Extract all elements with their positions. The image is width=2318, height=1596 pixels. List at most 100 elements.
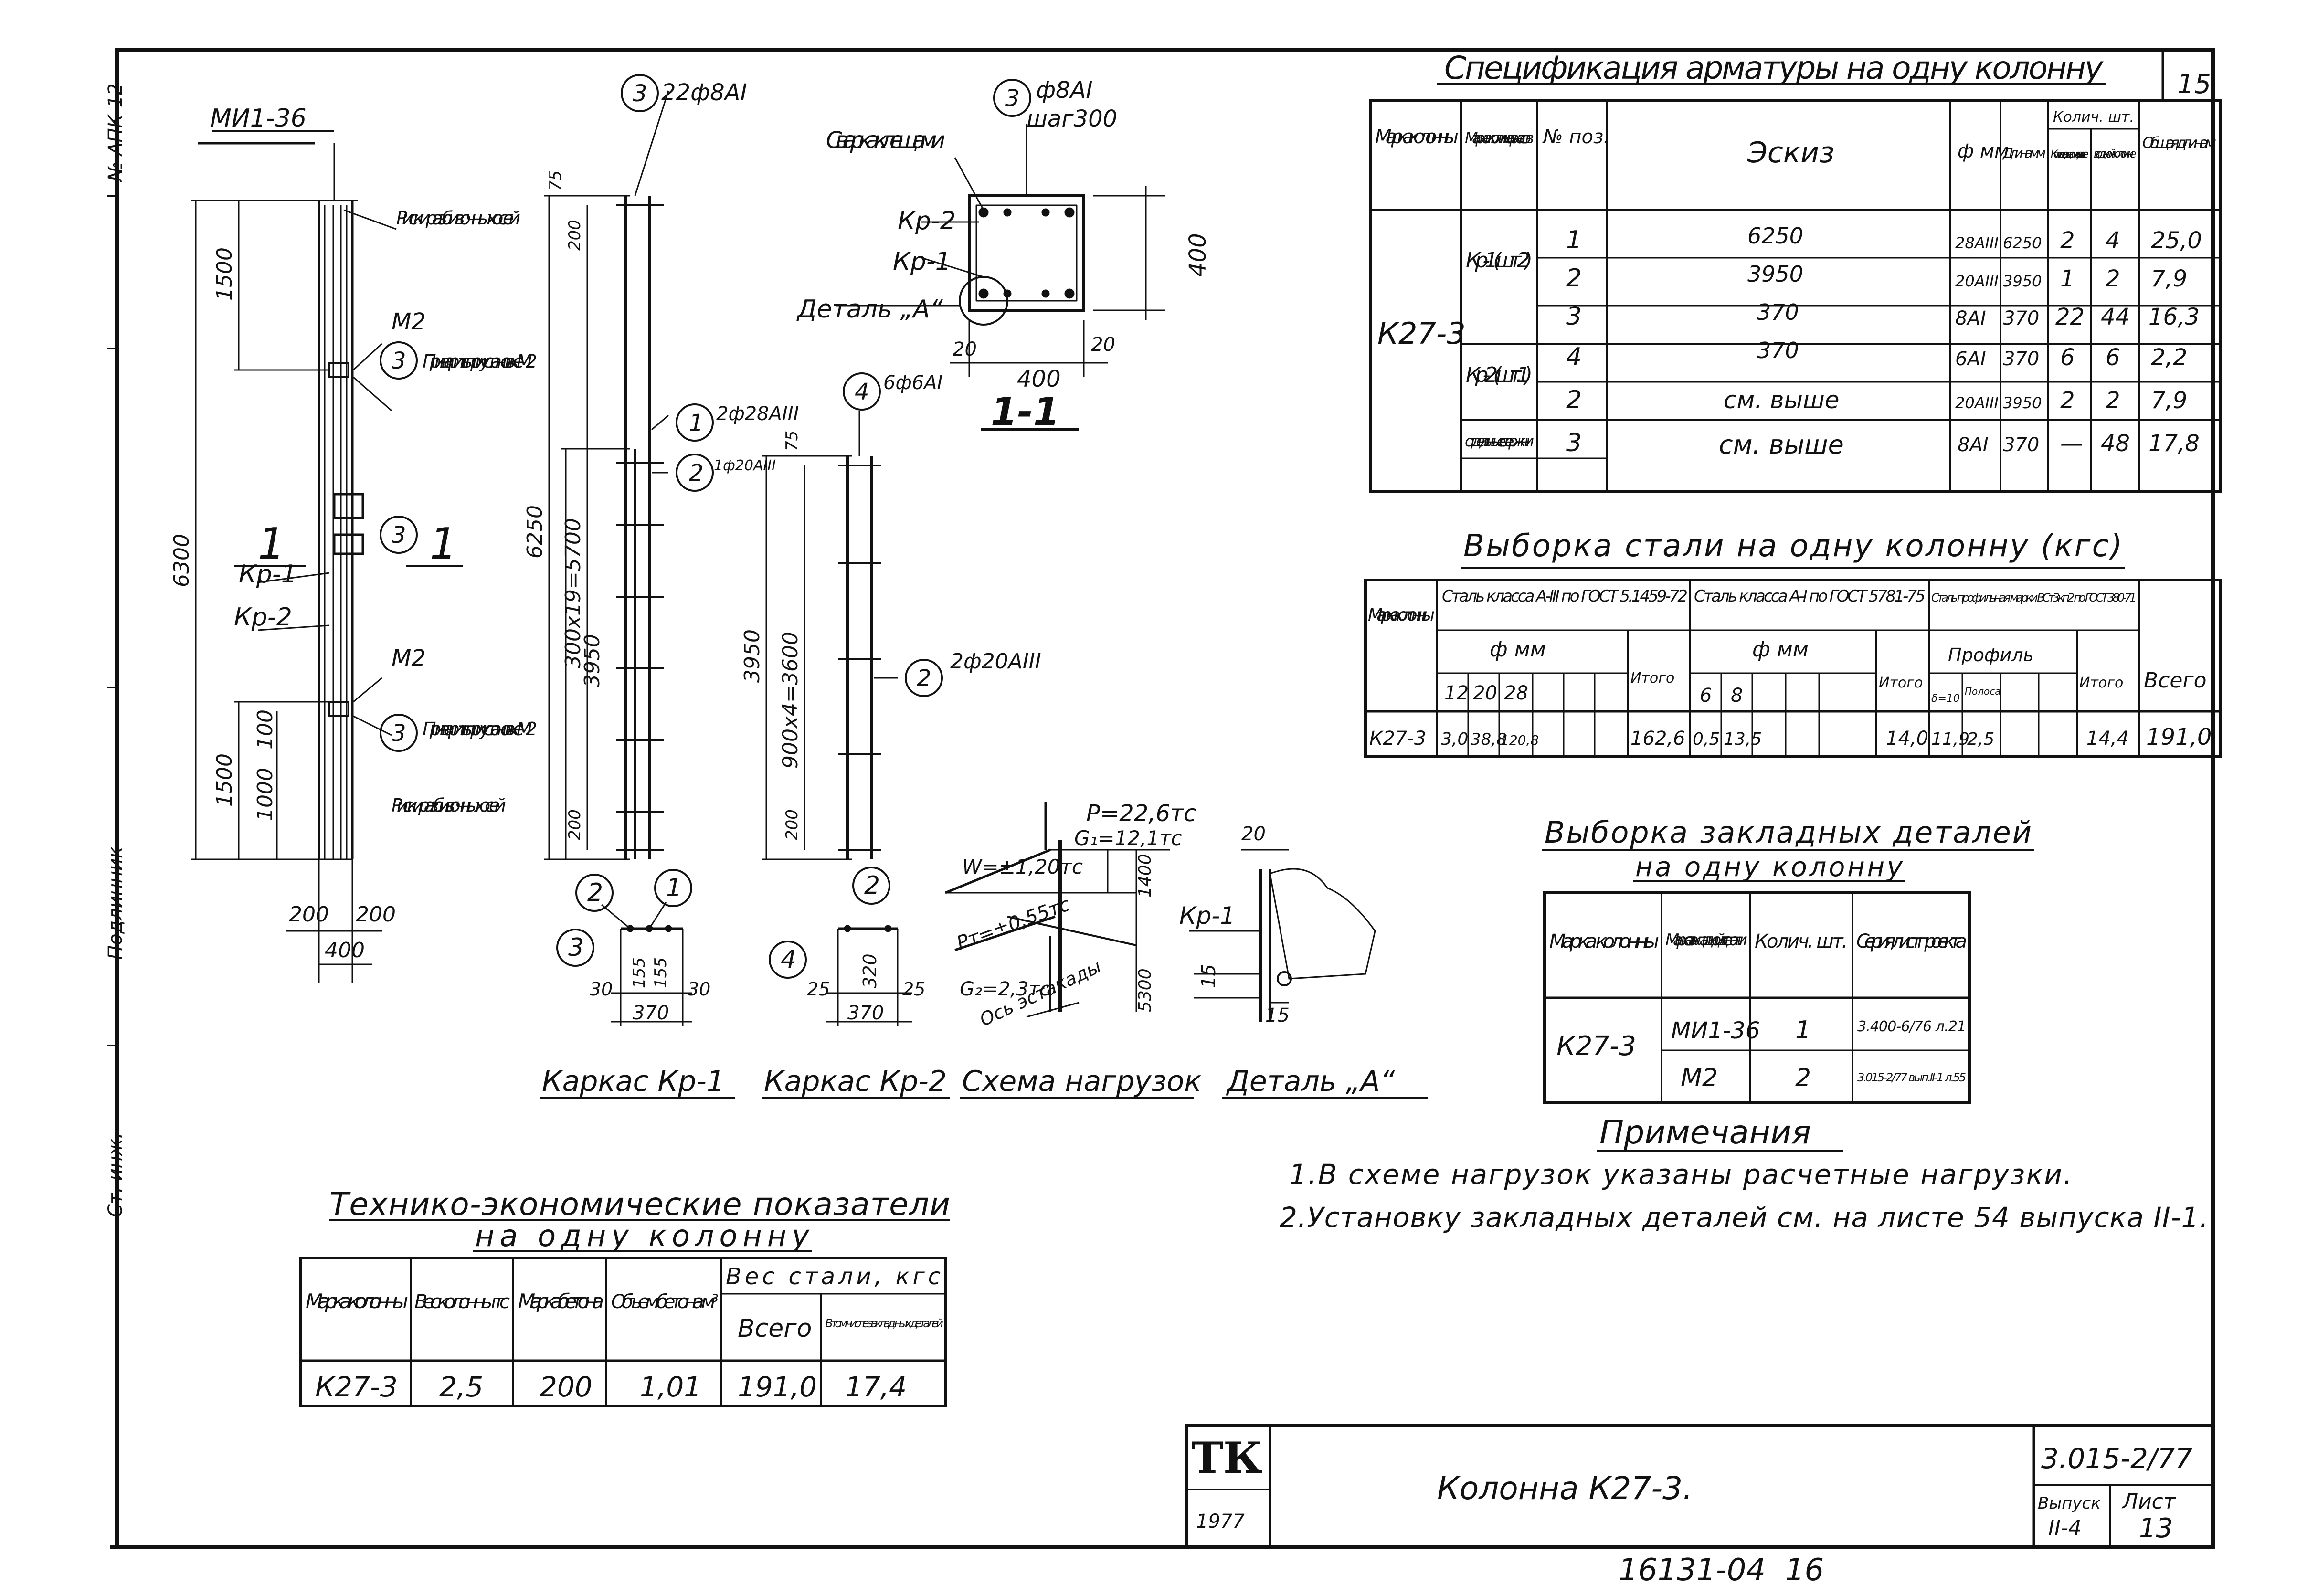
margin-top-text: № АПК-12 [105,84,127,183]
steel-h-p1: δ=10 [1931,693,1960,705]
kr1-top-bar-label: 22ф8АI [661,79,747,106]
title-series: 3.015-2/77 [2041,1442,2192,1475]
kr2-sec-370: 370 [847,1002,884,1024]
spec-group-kr1: Кр-1 (шт.2) [1466,248,1533,273]
steel-v-itogo-a3: 162,6 [1630,728,1685,750]
detail-dim-15a: 15 [1198,964,1220,988]
steel-h-mark: Марка колон-ны [1368,605,1435,625]
sec11-step-label: шаг300 [1027,106,1117,132]
steel-h-d28: 28 [1504,682,1528,704]
embed-h-part: Марка заклад-ной детали [1665,930,1747,950]
kr2-dim-3950: 3950 [740,629,764,683]
spec-r2-qf: 1 [2060,265,2075,292]
spec-r5-sketch: см. выше [1724,386,1839,414]
section-mark-right: 1 [430,519,457,569]
sec11-title: 1-1 [991,390,1060,434]
spec-h-total: Общая длина м [2142,134,2216,152]
spec-column-mark: К27-3 [1377,316,1466,351]
embed-r1-series: 3.400-6/76 л.21 [1857,1018,1966,1035]
embed-h-series: Серия, лист проекта [1856,930,1967,952]
sec11-detail-label: Деталь „А“ [796,295,943,324]
embed-row-2: М2 2 3.015-2/77 вып.II-1 л.55 [1681,1064,1966,1092]
margin-bottom-text: Ст. инж. [105,1132,127,1217]
load-p: P=22,6тс [1086,800,1196,827]
title-name: Колонна К27-3. [1437,1470,1693,1507]
spec-r6-sketch: см. выше [1719,430,1844,460]
kr1-sec-30a: 30 [590,979,613,1000]
spec-r6-qc: 48 [2101,430,2130,457]
kr1-sec-circle-3: 3 [568,933,584,962]
sec11-weld-label: Сварка клещами [826,127,945,154]
steel-v-itogo-a1: 14,0 [1886,728,1928,750]
tech-h-total: Всего [738,1314,812,1343]
embed-r2-part: М2 [1681,1064,1718,1092]
spec-r6-qf: — [2060,430,2083,457]
steel-h-a1: Сталь класса А-I по ГОСТ 5781-75 [1694,587,1926,606]
kr1-circle-3-top: 3 [633,80,647,107]
sec11-dim-400-v: 400 [1185,233,1211,277]
kr2-dim-75: 75 [783,431,802,451]
kr2-title: Каркас Кр-2 [764,1065,947,1098]
spec-r3-sketch: 370 [1757,299,1799,325]
kr2-circle-2: 2 [917,665,931,692]
dim-200-left: 200 [289,902,329,927]
sec11-circle-3: 3 [1005,85,1020,112]
spec-r4-diam: 6АI [1955,348,1986,370]
spec-r4-len: 370 [2003,348,2039,370]
kr1-dim-75: 75 [546,170,565,191]
dim-100: 100 [253,709,277,750]
steel-v-mark: К27-3 [1369,728,1426,750]
weld-note-top: Приварить при установке М2 [423,351,537,372]
spec-r4-sketch: 370 [1757,338,1799,363]
dim-1500-top: 1500 [212,247,237,301]
rebar-marks-label: Риски разбивочных осей [396,208,520,229]
kr1-title: Каркас Кр-1 [542,1065,725,1098]
embed-h-qty: Колич. шт. [1755,930,1848,952]
title-sheet: 13 [2139,1513,2173,1544]
embed-table-grid [1542,849,2034,1104]
embed-title-1: Выборка закладных деталей [1545,815,2032,850]
tech-v-weight: 2,5 [439,1371,483,1403]
spec-r6-total: 17,8 [2149,430,2200,457]
tech-h-concrete: Марка бетона [518,1289,604,1313]
note-1: 1.В схеме нагрузок указаны расчетные наг… [1289,1158,2072,1191]
embed-row-1: МИ1-36 1 3.400-6/76 л.21 [1671,1016,1966,1045]
spec-r5-diam: 20АIII [1955,394,1999,412]
kr1-sec-circle-2: 2 [587,878,603,907]
kr1-dim-stirrups: 300х19=5700 [561,518,585,668]
spec-h-qty-col: в одной колон-не [2094,147,2137,160]
spec-r6-diam: 8АI [1958,434,1989,456]
spec-r1-sketch: 6250 [1747,223,1803,249]
load-scheme-title: Схема нагрузок [962,1065,1201,1098]
steel-h-d20: 20 [1473,682,1497,704]
title-issue-label: Выпуск [2038,1494,2101,1513]
tech-table-grid [299,1219,950,1407]
dim-200-right: 200 [356,902,396,927]
kr2-sec-circle-4: 4 [781,945,796,974]
spec-r2-total: 7,9 [2151,265,2187,292]
spec-row-5: 2 см. выше 20АIII 3950 2 2 7,9 [1566,386,2187,414]
column-mark-label: МИ1-36 [210,104,307,133]
load-dim-5300: 5300 [1135,968,1155,1012]
kr1-dim-200-bottom: 200 [565,809,584,840]
tech-data-row: К27-3 2,5 200 1,01 191,0 17,4 [315,1371,907,1403]
tech-title-1: Технико-экономические показатели [329,1186,950,1223]
pos3-circle-mid: 3 [392,522,406,549]
section-1-1-drawing [836,79,1165,431]
detail-a-drawing [1189,849,1376,1022]
load-pt: Pт=±0,55тс [954,893,1073,954]
tech-h-mark: Марка колонны [306,1289,408,1313]
spec-h-qty-frame: Колич. шт. в одном кар-касе [2051,148,2089,160]
spec-row-1: 1 6250 28АIII 6250 2 4 25,0 [1566,223,2202,254]
kr1-dim-6250: 6250 [523,505,547,559]
frame-kr1-drawing [544,74,714,1026]
spec-r2-diam: 20АIII [1955,272,1999,290]
kr2-circle-4-top: 4 [855,379,869,405]
dim-1500-bottom: 1500 [212,753,237,807]
section-mark-left: 1 [258,519,285,569]
margin-middle-text: Подлинник [105,847,127,960]
tech-v-concrete: 200 [540,1371,593,1403]
title-issue: II-4 [2048,1516,2082,1540]
spec-r4-qc: 6 [2106,344,2120,371]
spec-r5-total: 7,9 [2151,387,2187,414]
